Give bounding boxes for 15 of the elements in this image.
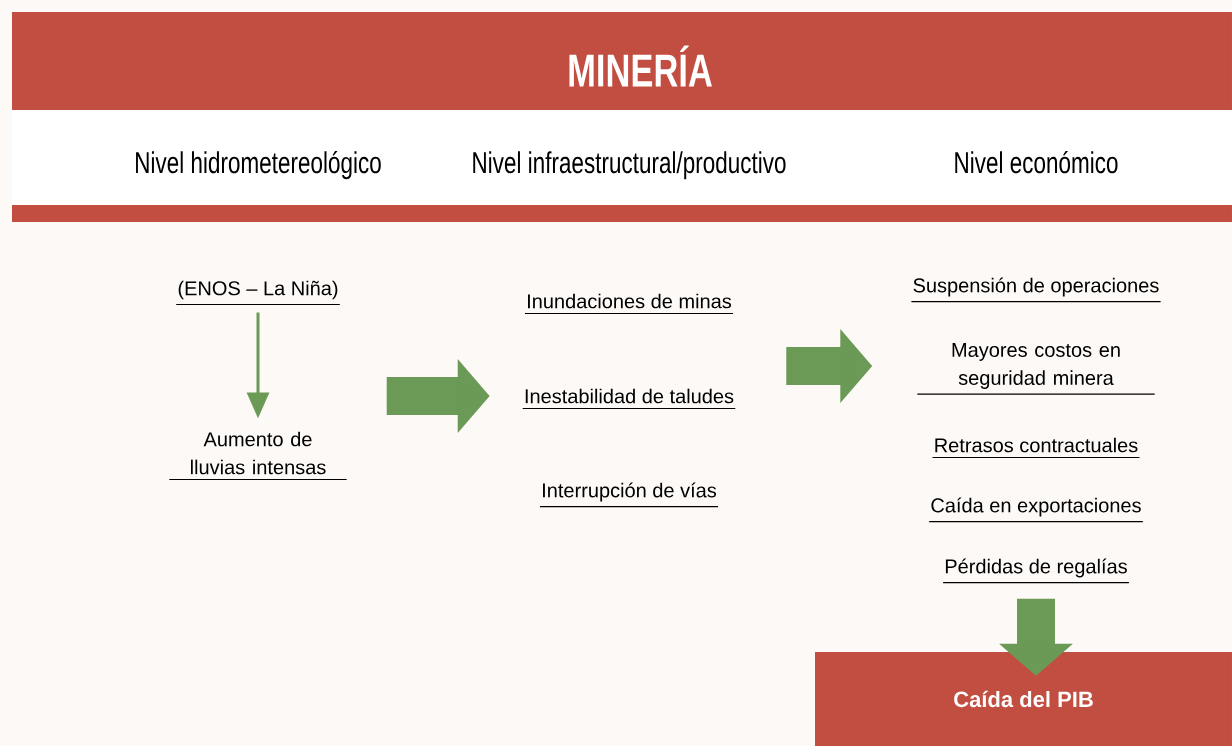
underlined-text: Pérdidas de regalías <box>942 558 1130 584</box>
column-heading: Nivel infraestructural/productivo <box>473 151 786 180</box>
title-banner: MINERÍA <box>12 12 1232 110</box>
underlined-text: Mayores costos en seguridad minera <box>916 343 1156 395</box>
column-heading: Nivel económico <box>955 150 1118 174</box>
underlined-text: (ENOS – La Niña) <box>175 280 341 306</box>
underlined-text: Inestabilidad de taludes <box>522 388 736 410</box>
underlined-text: Suspensión de operaciones <box>910 277 1162 303</box>
underlined-text: Inundaciones de minas <box>524 293 734 315</box>
underlined-text: Interrupción de vías <box>539 482 719 508</box>
underlined-text: Aumento de lluvias intensas <box>168 431 348 481</box>
result-box: Caída del PIB <box>815 652 1232 746</box>
underlined-text: Retrasos contractuales <box>932 437 1140 459</box>
column-heading: Nivel hidrometereológico <box>136 150 381 180</box>
underlined-text: Caída en exportaciones <box>928 497 1144 523</box>
